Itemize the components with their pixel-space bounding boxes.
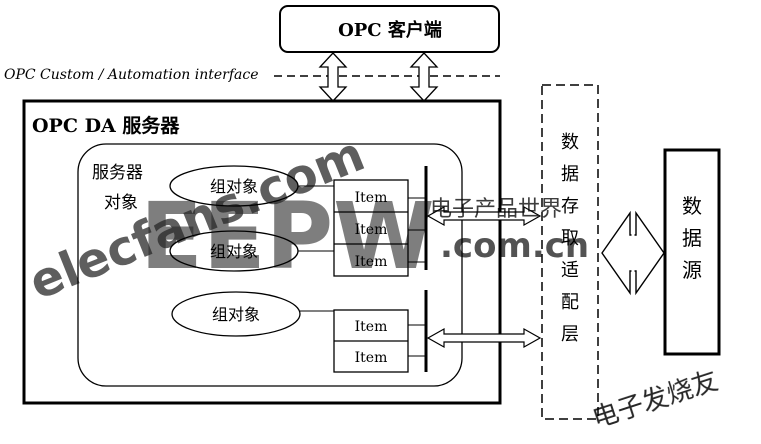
item-access-arrow-2	[426, 327, 542, 349]
server-object-label-line1: 服务器	[92, 163, 143, 183]
interface-label: OPC Custom / Automation interface	[4, 67, 258, 83]
eepw-cn-watermark: 电子产品世界	[430, 197, 562, 222]
group-object-2-label: 组对象	[210, 242, 258, 261]
layer-char: 据	[561, 164, 579, 185]
eepw-site-watermark: .com.cn	[440, 226, 589, 266]
data-source-label: 数 据 源	[682, 194, 702, 282]
layer-char: 数	[561, 132, 579, 153]
item-cell: Item	[355, 222, 388, 238]
server-object-box	[77, 143, 463, 387]
client-server-arrow-left	[318, 52, 348, 102]
server-object-label-line2: 对象	[104, 193, 138, 213]
opc-client-box: OPC 客户端	[279, 5, 500, 53]
layer-char: 取	[561, 228, 579, 249]
layer-char: 存	[561, 196, 579, 217]
layer-char: 层	[561, 324, 579, 345]
opc-client-label: OPC 客户端	[338, 19, 442, 41]
group-object-3: 组对象	[171, 291, 301, 337]
elecfans-cn-watermark: 电子发烧友	[589, 366, 722, 435]
source-char: 数	[682, 194, 702, 218]
layer-char: 适	[561, 260, 579, 281]
eepw-logo-watermark: EEPW	[140, 183, 435, 290]
interface-line: OPC Custom / Automation interface	[4, 67, 500, 83]
source-char: 据	[682, 226, 702, 250]
item-cell: Item	[355, 350, 388, 366]
data-access-layer-box	[541, 84, 599, 420]
opc-da-server-title: OPC DA 服务器	[32, 114, 180, 137]
layer-char: 配	[561, 292, 579, 313]
item-access-arrow-1	[426, 205, 542, 227]
group-object-1-label: 组对象	[210, 177, 258, 196]
item-table-2: Item Item	[333, 290, 428, 373]
item-cell: Item	[355, 254, 388, 270]
item-table-1: Item Item Item	[333, 166, 428, 277]
item-cell: Item	[355, 190, 388, 206]
source-arrow	[601, 210, 665, 296]
opc-da-server-box	[22, 99, 502, 405]
data-access-layer-label: 数 据 存 取 适 配 层	[561, 132, 579, 345]
group-object-3-label: 组对象	[212, 305, 260, 324]
data-source-box	[663, 148, 721, 356]
source-char: 源	[682, 258, 702, 282]
client-server-arrow-right	[409, 52, 439, 102]
item-cell: Item	[355, 319, 388, 335]
